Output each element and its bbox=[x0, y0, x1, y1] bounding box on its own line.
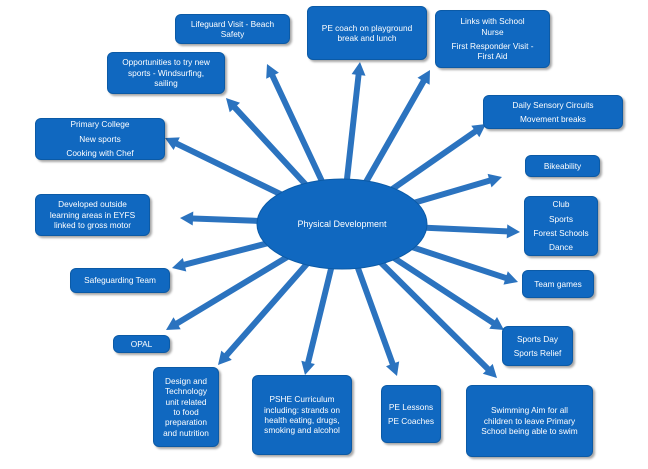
node-text: linked to gross motor bbox=[53, 220, 131, 231]
node-text: Daily Sensory Circuits bbox=[512, 99, 594, 110]
node-text: break and lunch bbox=[337, 33, 397, 43]
node-new-sports-opportunities: Opportunities to try new sports - Windsu… bbox=[107, 52, 225, 94]
node-primary-college: Primary College New sports Cooking with … bbox=[35, 118, 165, 160]
node-text: Bikeability bbox=[543, 160, 582, 171]
node-text: Sports Relief bbox=[513, 348, 562, 358]
node-text: health eating, drugs, bbox=[264, 415, 340, 425]
node-sensory-circuits: Daily Sensory Circuits Movement breaks bbox=[483, 95, 623, 129]
node-text: Developed outside bbox=[58, 199, 127, 210]
node-text: Nurse bbox=[481, 26, 504, 37]
node-safeguarding-team: Safeguarding Team bbox=[70, 268, 170, 293]
node-pshe-curriculum: PSHE Curriculum including: strands on he… bbox=[252, 375, 352, 455]
node-text: unit related bbox=[165, 396, 207, 407]
node-opal: OPAL bbox=[113, 335, 170, 353]
node-text: children to leave Primary bbox=[483, 415, 576, 426]
node-text: Sports Day bbox=[516, 333, 559, 344]
node-text: School being able to swim bbox=[481, 426, 578, 437]
node-text: Sports bbox=[549, 213, 573, 224]
node-text: and nutrition bbox=[163, 427, 209, 438]
node-text: Forest Schools bbox=[533, 228, 589, 238]
node-text: Club bbox=[552, 199, 570, 210]
node-text: Safeguarding Team bbox=[84, 275, 156, 286]
node-team-games: Team games bbox=[522, 270, 594, 298]
node-text: Opportunities to try new bbox=[122, 57, 210, 68]
node-text: PSHE Curriculum bbox=[269, 394, 335, 405]
node-text: Technology bbox=[165, 386, 207, 397]
node-text: Links with School bbox=[460, 16, 525, 27]
node-text: PE Lessons bbox=[388, 401, 434, 412]
node-text: including: strands on bbox=[263, 404, 341, 415]
center-node-label: Physical Development bbox=[257, 179, 427, 269]
node-text: sailing bbox=[154, 78, 178, 89]
node-school-nurse: Links with School Nurse First Responder … bbox=[435, 10, 550, 68]
node-text: New sports bbox=[79, 133, 121, 144]
node-sports-day: Sports Day Sports Relief bbox=[502, 326, 573, 366]
node-text: First Aid bbox=[477, 51, 508, 62]
node-text: Dance bbox=[549, 242, 573, 253]
node-clubs: Club Sports Forest Schools Dance bbox=[524, 196, 598, 256]
node-design-technology: Design and Technology unit related to fo… bbox=[153, 367, 219, 447]
node-text: Safety bbox=[220, 29, 245, 39]
node-text: OPAL bbox=[130, 338, 153, 349]
node-text: sports - Windsurfing, bbox=[127, 67, 205, 78]
node-text: Lifeguard Visit - Beach bbox=[190, 18, 275, 29]
center-label: Physical Development bbox=[297, 219, 387, 229]
node-text: PE Coaches bbox=[387, 416, 435, 426]
node-text: smoking and alcohol bbox=[264, 425, 340, 436]
node-pe-lessons: PE Lessons PE Coaches bbox=[381, 385, 441, 443]
node-text: Swimming Aim for all bbox=[491, 405, 568, 416]
node-text: learning areas in EYFS bbox=[49, 209, 136, 220]
node-text: Cooking with Chef bbox=[66, 148, 134, 159]
node-text: preparation bbox=[165, 417, 207, 428]
node-text: First Responder Visit - bbox=[451, 41, 534, 51]
node-eyfs-outdoor-learning: Developed outside learning areas in EYFS… bbox=[35, 194, 150, 236]
node-text: PE coach on playground bbox=[321, 22, 413, 33]
node-text: Team games bbox=[534, 278, 582, 289]
node-swimming-aim: Swimming Aim for all children to leave P… bbox=[466, 385, 593, 457]
node-lifeguard-visit: Lifeguard Visit - Beach Safety bbox=[175, 14, 290, 44]
node-bikeability: Bikeability bbox=[525, 155, 600, 177]
node-pe-coach-playground: PE coach on playground break and lunch bbox=[307, 6, 427, 60]
center-ellipse bbox=[256, 178, 428, 270]
node-text: Movement breaks bbox=[520, 114, 586, 124]
node-text: Primary College bbox=[70, 119, 130, 130]
node-text: Design and bbox=[165, 375, 207, 386]
node-text: to food bbox=[173, 407, 199, 417]
